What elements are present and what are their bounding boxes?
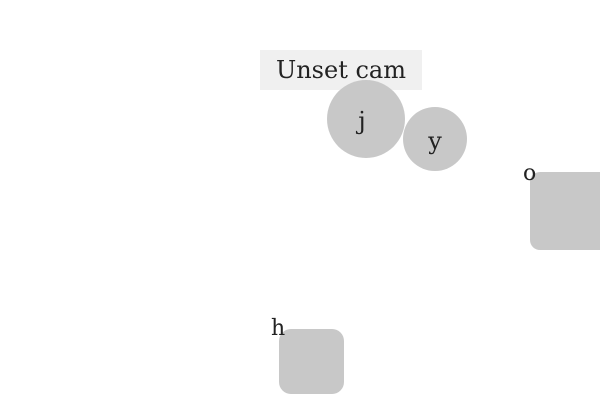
object-h-square[interactable]	[279, 329, 344, 394]
object-h-label: h	[271, 316, 286, 341]
object-y-label: y	[428, 127, 442, 155]
object-y-circle[interactable]: y	[403, 107, 467, 171]
object-o-square[interactable]	[530, 172, 600, 250]
object-o-label: o	[523, 161, 537, 186]
unset-cam-button[interactable]: Unset cam	[260, 50, 422, 90]
object-j-label: j	[358, 107, 366, 135]
object-j-circle[interactable]: j	[327, 80, 405, 158]
